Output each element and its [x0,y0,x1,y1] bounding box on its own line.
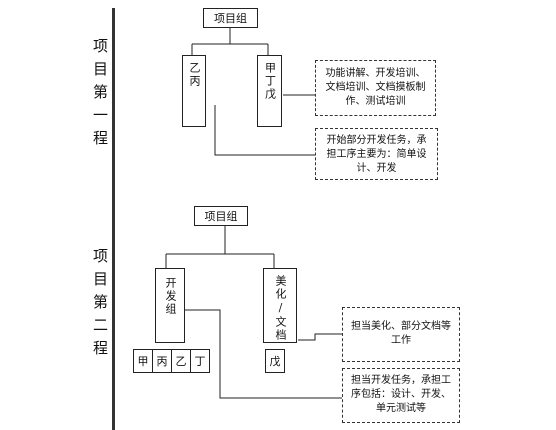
phase1-node-right-label: 甲丁戊 [263,62,277,101]
phase2-node-dev-group-label: 开发组 [164,277,177,316]
phase-1-label: 项目第一程 [91,38,109,153]
phase1-note-right: 功能讲解、开发培训、文档培训、文档摸板制作、测试培训 [315,60,436,116]
phase2-note-right: 担当美化、部分文档等工作 [342,307,460,362]
member-cell: 甲 [133,349,153,373]
phase1-node-left-label: 乙丙 [188,62,201,88]
phase2-node-dev-group: 开发组 [155,268,185,343]
phase1-node-left: 乙丙 [182,55,206,127]
phase2-root-project-group: 项目组 [194,206,248,226]
phase2-node-design-doc: 美化/文档 [263,268,297,343]
member-cell: 乙 [171,349,191,373]
phase1-root-project-group: 项目组 [203,8,258,28]
member-cell-right: 戊 [265,349,285,373]
phase2-node-design-doc-label: 美化/文档 [274,275,287,342]
vertical-divider [112,8,115,430]
phase1-node-right: 甲丁戊 [257,55,282,127]
phase2-note-bottom: 担当开发任务，承担工序包括：设计、开发、单元测试等 [342,368,460,423]
phase-2-label: 项目第二程 [91,248,109,363]
member-cell: 丁 [190,349,210,373]
phase1-note-bottom: 开始部分开发任务，承担工序主要为：简单设计、开发 [315,128,438,180]
member-cell: 丙 [152,349,172,373]
